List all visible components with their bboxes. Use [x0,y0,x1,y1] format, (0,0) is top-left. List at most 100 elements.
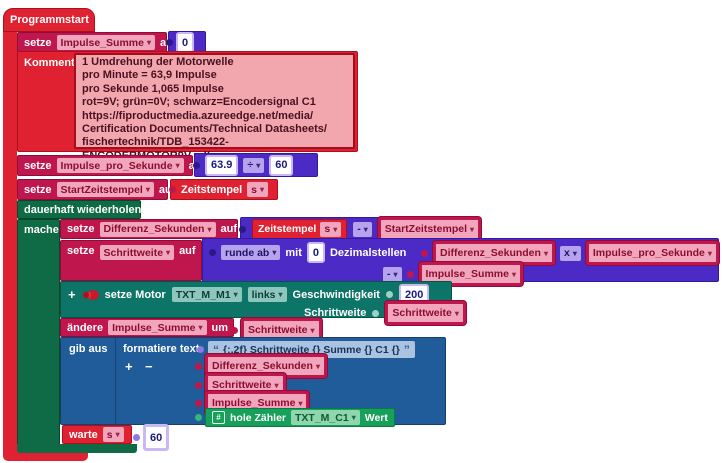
connector-dot [169,186,176,193]
decimals-field[interactable]: 0 [306,242,325,263]
impulse-summe-dropdown[interactable]: Impulse_Summe [108,320,207,335]
counter-port-dropdown[interactable]: TXT_M_C1 [291,410,360,425]
divisor-field[interactable]: 60 [269,154,294,176]
remove-arg-icon[interactable]: − [145,359,153,374]
zero-value-field[interactable]: 0 [176,32,195,53]
zeitstempel-label: Zeitstempel [181,183,243,196]
impulse-summe-dropdown[interactable]: Impulse_Summe [56,35,155,50]
divide-operator-dropdown[interactable]: ÷ [243,157,265,173]
connector-dot [195,414,202,421]
connector-dot [421,249,428,257]
zeitstempel-block[interactable]: Zeitstempel s [252,218,348,240]
dividend-field[interactable]: 63.9 [205,154,239,176]
startzeitstempel-dropdown[interactable]: StartZeitstempel [56,182,154,197]
wait-block[interactable]: warte s [62,425,132,444]
motor-port-dropdown[interactable]: TXT_M_M1 [171,287,242,302]
geschwindigkeit-label: Geschwindigkeit [292,288,380,301]
motor-icon [82,289,99,300]
comment-line: https://fiproductmedia.azureedge.net/med… [82,109,314,122]
round-row: runde ab mit 0 Dezimalstellen [209,242,406,263]
schrittweite-getter[interactable]: Schrittweite [385,301,466,325]
um-label: um [211,321,229,334]
wait-value-field[interactable]: 60 [143,424,170,451]
division-block[interactable]: 63.9 ÷ 60 [193,153,318,177]
aendere-label: ändere [67,321,104,334]
impulse-pro-sekunde-getter[interactable]: Impulse_pro_Sekunde [585,241,719,265]
programmstart-block[interactable]: Programmstart [3,8,95,32]
connector-dot [197,346,204,353]
set-impulse-summe-block[interactable]: setze Impulse_Summe auf [17,32,177,53]
time-unit-dropdown[interactable]: s [247,182,268,197]
minus-operator-dropdown[interactable]: - [353,221,372,237]
schrittweite-dropdown[interactable]: Schrittweite [99,245,175,260]
differenz-sekunden-dropdown[interactable]: Differenz_Sekunden [99,221,216,237]
schrittweite-param-label: Schrittweite [304,307,367,319]
get-counter-block[interactable]: # hole Zähler TXT_M_C1 Wert [205,408,395,427]
time-unit-dropdown[interactable]: s [320,221,342,237]
warte-label: warte [69,428,98,441]
comment-line: rot=9V; grün=0V; schwarz=Encodersignal C… [82,96,316,109]
programmstart-label: Programmstart [10,14,89,26]
setze-label: setze [24,183,52,196]
wait-value-slot: 60 [133,424,170,451]
connector-dot [385,291,393,298]
setze-label: setze [67,245,95,257]
change-impulse-summe-block[interactable]: ändere Impulse_Summe um [60,318,234,337]
dezimalstellen-label: Dezimalstellen [329,246,407,259]
print-block[interactable]: gib aus formatiere text “ {:.2f} Schritt… [60,337,446,427]
subtraction-block[interactable]: Zeitstempel s - StartZeitstempel [239,217,482,241]
zeitstempel-label: Zeitstempel [258,223,317,235]
setze-label: setze [24,36,52,49]
round-block[interactable]: runde ab mit 0 Dezimalstellen Differenz_… [202,238,719,286]
impulse-pro-sekunde-dropdown[interactable]: Impulse_pro_Sekunde [56,158,184,173]
multiplication-block[interactable]: Differenz_Sekunden x Impulse_pro_Sekunde [421,241,719,265]
differenz-sekunden-getter[interactable]: Differenz_Sekunden [433,241,555,265]
repeat-forever-label: dauerhaft wiederholen [24,203,142,216]
value-zero-block[interactable]: 0 [166,31,206,54]
connector-dot [133,434,140,441]
comment-line: pro Sekunde 1,065 Impulse [82,82,224,95]
formatiere-text-label: formatiere text [123,343,200,355]
gib-aus-label: gib aus [69,343,108,355]
connector-dot [195,399,202,407]
open-quote: “ [213,342,219,357]
connector-dot [239,225,246,233]
programmstart-spine[interactable] [3,30,17,453]
loop-foot[interactable] [17,444,137,453]
wert-label: Wert [364,411,388,424]
minus-operator-dropdown[interactable]: - [383,266,402,282]
motor-direction-dropdown[interactable]: links [247,287,287,302]
round-mode-dropdown[interactable]: runde ab [221,245,281,260]
connector-dot [166,39,173,46]
comment-line: Certification Documents/Technical Datash… [82,123,327,136]
startzeitstempel-getter[interactable]: StartZeitstempel [377,217,482,241]
hole-zaehler-label: hole Zähler [230,411,287,424]
repeat-forever-block[interactable]: dauerhaft wiederholen [17,200,141,219]
mache-label: mache [24,224,59,236]
add-arg-icon[interactable]: + [125,359,133,374]
set-startzeitstempel-block[interactable]: setze StartZeitstempel auf [17,179,175,200]
multiply-operator-dropdown[interactable]: x [559,245,581,261]
arg-slot: # hole Zähler TXT_M_C1 Wert [195,408,395,427]
loop-body-spine[interactable]: mache [17,219,60,445]
set-schrittweite-block[interactable]: setze Schrittweite auf [60,240,202,281]
auf-label: auf [179,245,196,257]
connector-dot [195,362,202,370]
comment-text-area[interactable]: 1 Umdrehung der Motorwelle pro Minute = … [74,53,355,162]
set-impulse-pro-sekunde-block[interactable]: setze Impulse_pro_Sekunde auf [17,155,205,176]
connector-dot [372,309,380,317]
comment-line: 1 Umdrehung der Motorwelle [82,56,234,68]
zeitstempel-block[interactable]: Zeitstempel s [169,179,278,200]
expand-icon[interactable]: + [68,287,76,302]
wait-unit-dropdown[interactable]: s [102,427,124,442]
counter-icon: # [212,411,225,424]
motor-row-2: Schrittweite Schrittweite [304,301,466,325]
connector-dot [406,270,414,278]
mit-label: mit [285,246,302,259]
comment-label: Kommentar [24,57,86,69]
connector-dot [209,249,216,256]
setze-motor-label: setze Motor [104,288,166,301]
set-motor-block[interactable]: + setze Motor TXT_M_M1 links Geschwindig… [60,281,466,325]
connector-dot [195,381,202,389]
set-differenz-sekunden-block[interactable]: setze Differenz_Sekunden auf [60,219,238,239]
